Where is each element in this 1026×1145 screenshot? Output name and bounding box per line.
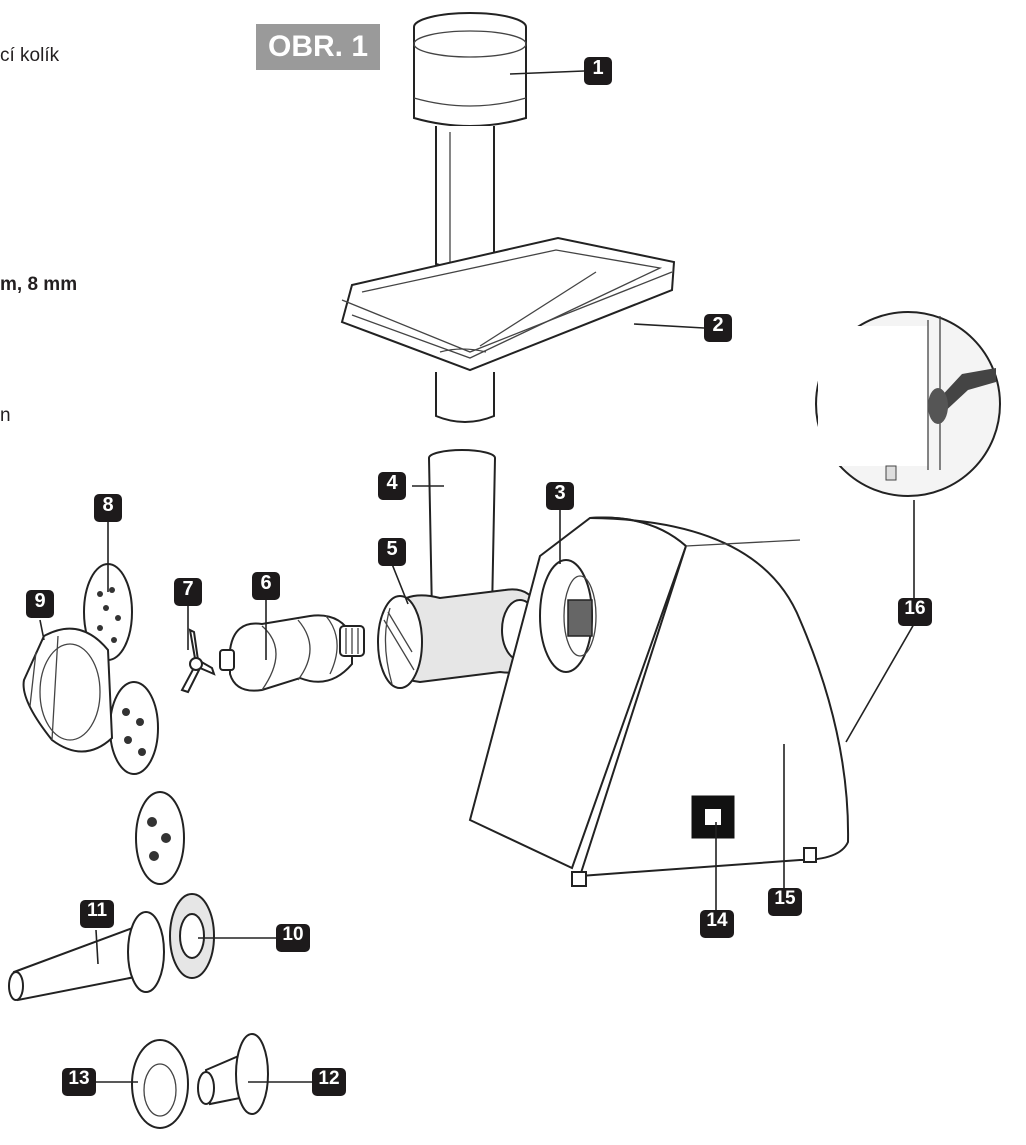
ring-nut-part bbox=[22, 627, 114, 753]
callout-10: 10 bbox=[276, 924, 310, 952]
callout-15: 15 bbox=[768, 888, 802, 916]
cutting-discs-part bbox=[83, 563, 185, 885]
figure-tag: OBR. 1 bbox=[256, 24, 380, 70]
callout-3: 3 bbox=[546, 482, 574, 510]
callout-12: 12 bbox=[312, 1068, 346, 1096]
callout-7: 7 bbox=[174, 578, 202, 606]
callout-14: 14 bbox=[700, 910, 734, 938]
side-text-size: m, 8 mm bbox=[0, 274, 78, 295]
tray-part bbox=[340, 236, 676, 423]
callout-11: 11 bbox=[80, 900, 114, 928]
sausage-attachment-part bbox=[8, 893, 215, 1002]
motor-body-part bbox=[468, 516, 850, 887]
callout-2: 2 bbox=[704, 314, 732, 342]
grinder-head-part bbox=[377, 449, 542, 689]
callout-1: 1 bbox=[584, 57, 612, 85]
callout-9: 9 bbox=[26, 590, 54, 618]
callout-4: 4 bbox=[378, 472, 406, 500]
leader-lines bbox=[39, 70, 915, 1083]
power-switch-part bbox=[691, 795, 735, 839]
blade-part bbox=[180, 628, 216, 694]
kebbe-attachment-part bbox=[131, 1033, 269, 1129]
callout-8: 8 bbox=[94, 494, 122, 522]
reverse-switch-detail bbox=[815, 311, 1001, 497]
callout-13: 13 bbox=[62, 1068, 96, 1096]
side-text-kolik: cí kolík bbox=[0, 45, 60, 66]
side-text-fragment: n bbox=[0, 405, 11, 426]
callout-5: 5 bbox=[378, 538, 406, 566]
callout-6: 6 bbox=[252, 572, 280, 600]
screw-part bbox=[219, 614, 365, 692]
callout-16: 16 bbox=[898, 598, 932, 626]
pusher-part bbox=[413, 12, 527, 270]
